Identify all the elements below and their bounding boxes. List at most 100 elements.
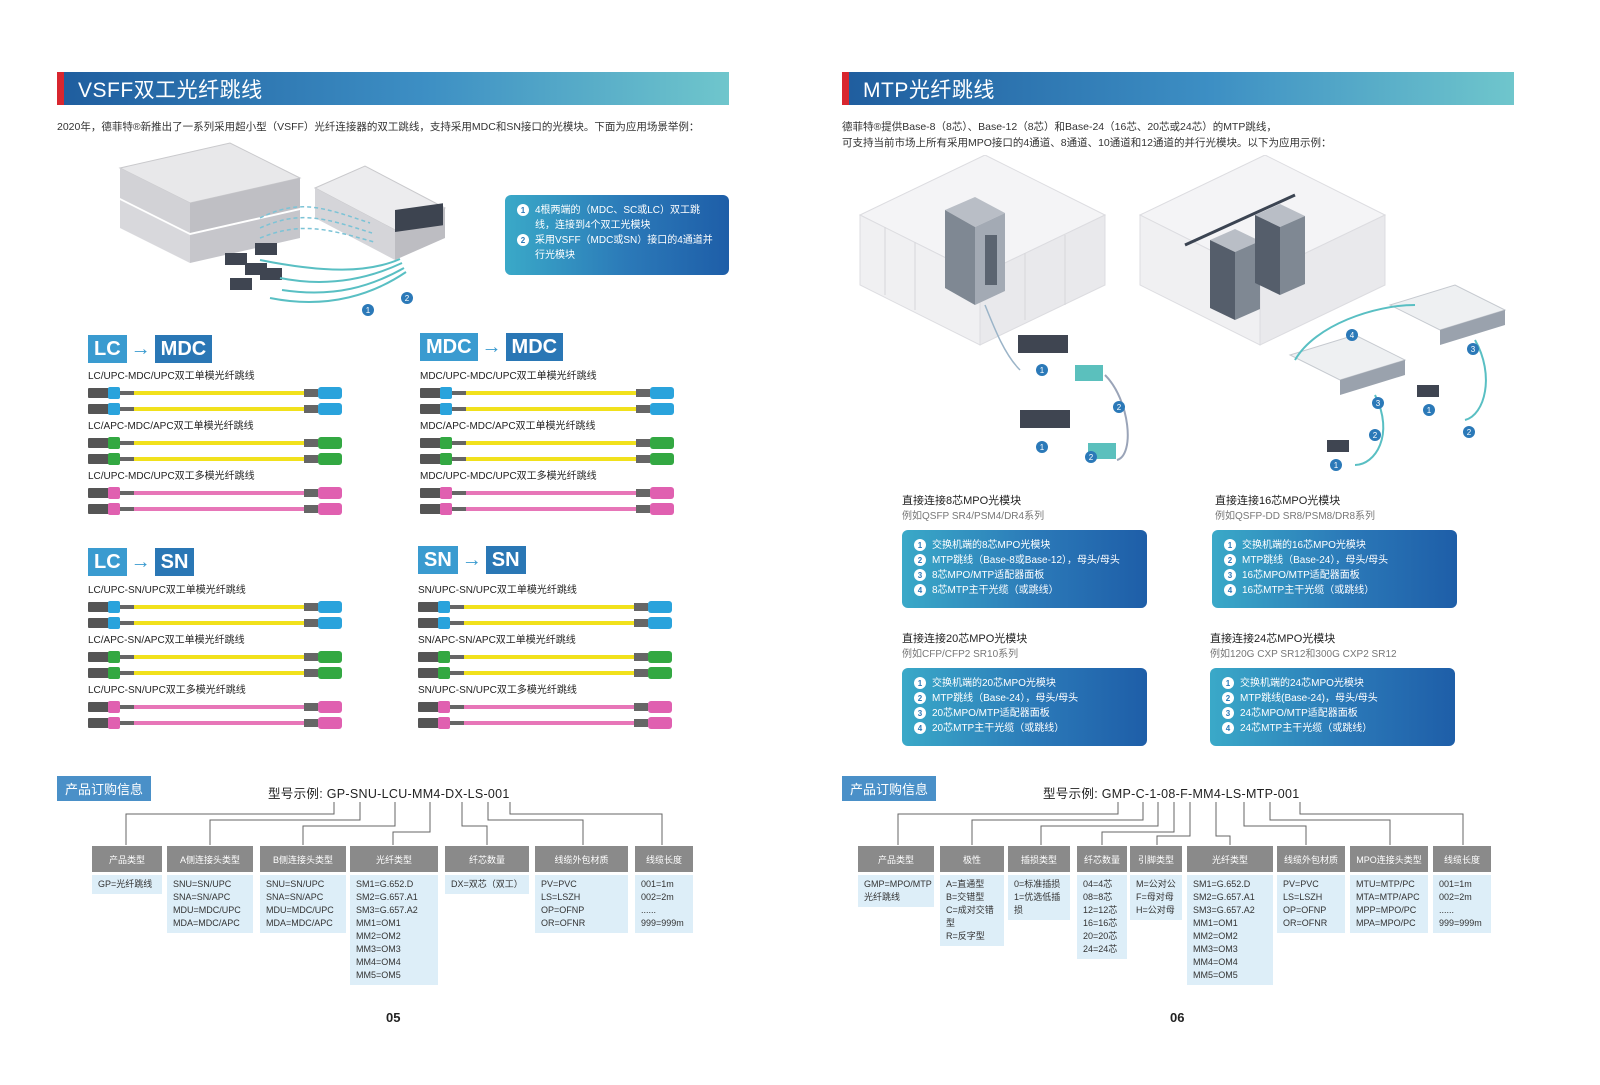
callout-text: MTP跳线(Base-24)，母头/母头 <box>1240 693 1378 704</box>
duplex-cable-image <box>418 598 693 634</box>
marker: 1 <box>1334 461 1339 470</box>
scenario-title: 直接连接24芯MPO光模块 <box>1210 633 1336 645</box>
column-item: MM4=OM4 <box>1193 957 1238 967</box>
column-item: ...... <box>1439 905 1455 915</box>
number-badge: 3 <box>1224 569 1236 581</box>
from-chip: SN <box>418 546 458 574</box>
column-item: 001=1m <box>641 879 674 889</box>
intro-text: 2020年，德菲特®新推出了一系列采用超小型（VSFF）光纤连接器的双工跳线，支… <box>57 121 700 133</box>
column-item: M=公对公 <box>1136 879 1176 889</box>
arrow-right-icon: → <box>481 335 502 358</box>
duplex-cable-image <box>88 434 363 470</box>
section-title-bar: VSFF双工光纤跳线 <box>57 72 729 105</box>
cable-label: LC/UPC-MDC/UPC双工多模光纤跳线 <box>88 471 255 482</box>
callout-text: MTP跳线（Base-24），母头/母头 <box>1242 555 1389 566</box>
callout-text: 8芯MTP主干光缆（或跳线） <box>932 585 1059 596</box>
column-item: R=反字型 <box>946 931 985 941</box>
callout-text: 24芯MTP主干光缆（或跳线） <box>1240 723 1373 734</box>
duplex-cable-image <box>88 384 363 420</box>
cable-group-lc-mdc: LC/UPC-MDC/UPC双工单模光纤跳线 LC/APC-MDC/APC双工单… <box>88 370 363 520</box>
conversion-lc-mdc: LC → MDC <box>88 335 213 363</box>
scenario-subtitle: 例如120G CXP SR12和300G CXP2 SR12 <box>1210 649 1397 660</box>
column-body: M=公对公 F=母对母 H=公对母 <box>1130 875 1182 920</box>
scenario-subtitle: 例如QSFP SR4/PSM4/DR4系列 <box>902 511 1045 522</box>
callout-text: 24芯MPO/MTP适配器面板 <box>1240 708 1358 719</box>
column-item: 001=1m <box>1439 879 1472 889</box>
column-item: 16=16芯 <box>1083 918 1118 928</box>
column-header: 线缆外包材质 <box>535 846 628 872</box>
number-badge: 1 <box>914 539 926 551</box>
column-header: MPO连接头类型 <box>1350 846 1428 872</box>
section-title: VSFF双工光纤跳线 <box>78 78 263 102</box>
column-header: 纤芯数量 <box>1077 846 1127 872</box>
column-header: B侧连接头类型 <box>260 846 346 872</box>
column-item: SNA=SN/APC <box>266 892 324 902</box>
code-bracket-lines <box>125 802 663 845</box>
code-bracket-lines <box>897 802 1464 845</box>
scenario-heading: 直接连接20芯MPO光模块 例如CFP/CFP2 SR10系列 <box>902 632 1027 662</box>
callout-text: 16芯MTP主干光缆（或跳线） <box>1242 585 1375 596</box>
column-item: A=直通型 <box>946 879 985 889</box>
callout-text: MTP跳线（Base-8或Base-12），母头/母头 <box>932 555 1120 566</box>
scenario-heading: 直接连接16芯MPO光模块 例如QSFP-DD SR8/PSM8/DR8系列 <box>1215 494 1375 524</box>
order-heading: 产品订购信息 <box>57 776 152 801</box>
marker: 4 <box>1350 331 1355 340</box>
number-badge: 4 <box>1224 584 1236 596</box>
duplex-cable-image <box>88 484 363 520</box>
column-item: 04=4芯 <box>1083 879 1113 889</box>
callout-text: 交换机端的8芯MPO光模块 <box>932 540 1051 551</box>
to-chip: SN <box>485 546 526 574</box>
column-item: SNU=SN/UPC <box>173 879 232 889</box>
callout-text: 采用VSFF（MDC或SN）接口的4通道并行光模块 <box>535 235 713 261</box>
column-item: GP=光纤跳线 <box>98 879 153 889</box>
column-item: MM3=OM3 <box>356 944 401 954</box>
number-badge: 1 <box>1222 677 1234 689</box>
column-item: H=公对母 <box>1136 905 1175 915</box>
cable-group-lc-sn: LC/UPC-SN/UPC双工单模光纤跳线 LC/APC-SN/APC双工单模光… <box>88 584 363 734</box>
scenario-heading: 直接连接8芯MPO光模块 例如QSFP SR4/PSM4/DR4系列 <box>902 494 1044 524</box>
from-chip: LC <box>88 335 127 363</box>
column-header: 线缆外包材质 <box>1277 846 1345 872</box>
number-badge: 3 <box>914 569 926 581</box>
room-1: 1 2 1 2 <box>858 155 1129 463</box>
column-item: OR=OFNR <box>541 918 586 928</box>
number-badge: 2 <box>914 692 926 704</box>
column-header: 线缆长度 <box>635 846 693 872</box>
column-item: 24=24芯 <box>1083 944 1118 954</box>
column-item: MM2=OM2 <box>356 931 401 941</box>
number-badge: 3 <box>914 707 926 719</box>
marker-1: 1 <box>366 306 371 315</box>
number-badge: 1 <box>517 204 529 216</box>
scenario-title: 直接连接20芯MPO光模块 <box>902 633 1028 645</box>
number-badge: 4 <box>914 722 926 734</box>
conversion-lc-sn: LC → SN <box>88 548 195 576</box>
column-item: 002=2m <box>641 892 674 902</box>
model-label: 型号示例: <box>1043 787 1098 801</box>
column-item: MM5=OM5 <box>1193 970 1238 980</box>
column-item: F=母对母 <box>1136 892 1174 902</box>
column-item: LS=LSZH <box>1283 892 1323 902</box>
marker: 1 <box>1040 443 1045 452</box>
column-item: SM3=G.657.A2 <box>356 905 418 915</box>
marker: 2 <box>1117 403 1122 412</box>
title-accent <box>842 72 849 105</box>
marker: 3 <box>1471 345 1476 354</box>
duplex-cable-image <box>418 698 693 734</box>
column-item: DX=双芯（双工） <box>451 879 523 889</box>
